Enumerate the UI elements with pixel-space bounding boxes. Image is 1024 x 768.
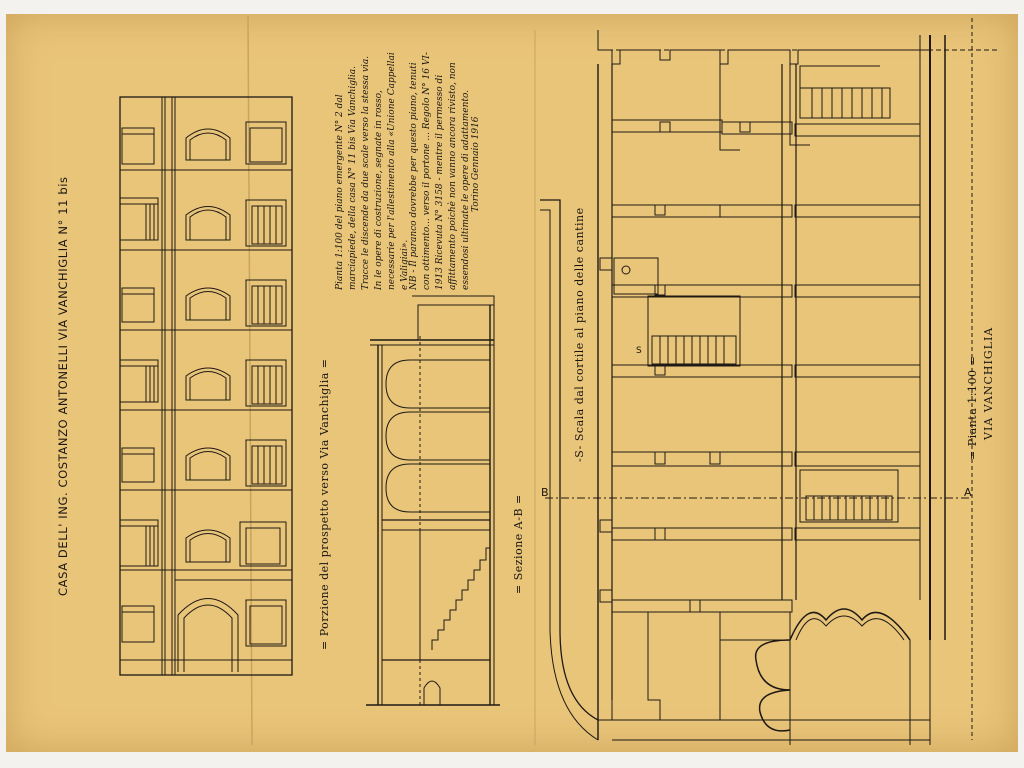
plan-scale-label: = Pianta 1:100 =	[966, 355, 979, 460]
note-nb: NB - Il paranco dovrebbe per questo pian…	[409, 52, 471, 290]
section-drawing	[366, 295, 500, 706]
stair-label: -S- Scala dal cortile al piano delle can…	[573, 207, 586, 462]
sheet-title: CASA DELL' ING. COSTANZO ANTONELLI VIA V…	[56, 176, 70, 596]
street-name-label: VIA VANCHIGLIA	[982, 326, 995, 440]
elevation-drawing	[119, 96, 293, 676]
elevation-label: = Porzione del prospetto verso Via Vanch…	[318, 358, 331, 650]
section-label: = Sezione A-B =	[512, 494, 525, 594]
section-marker-b: B	[541, 486, 549, 499]
section-marker-a: A	[964, 486, 972, 499]
stair-marker-s: S	[636, 346, 642, 356]
floor-plan	[540, 18, 1000, 745]
signature: Torino Gennaio 1916	[471, 116, 481, 212]
note-main: Pianta 1:100 del piano emergente N° 2 da…	[335, 52, 410, 290]
